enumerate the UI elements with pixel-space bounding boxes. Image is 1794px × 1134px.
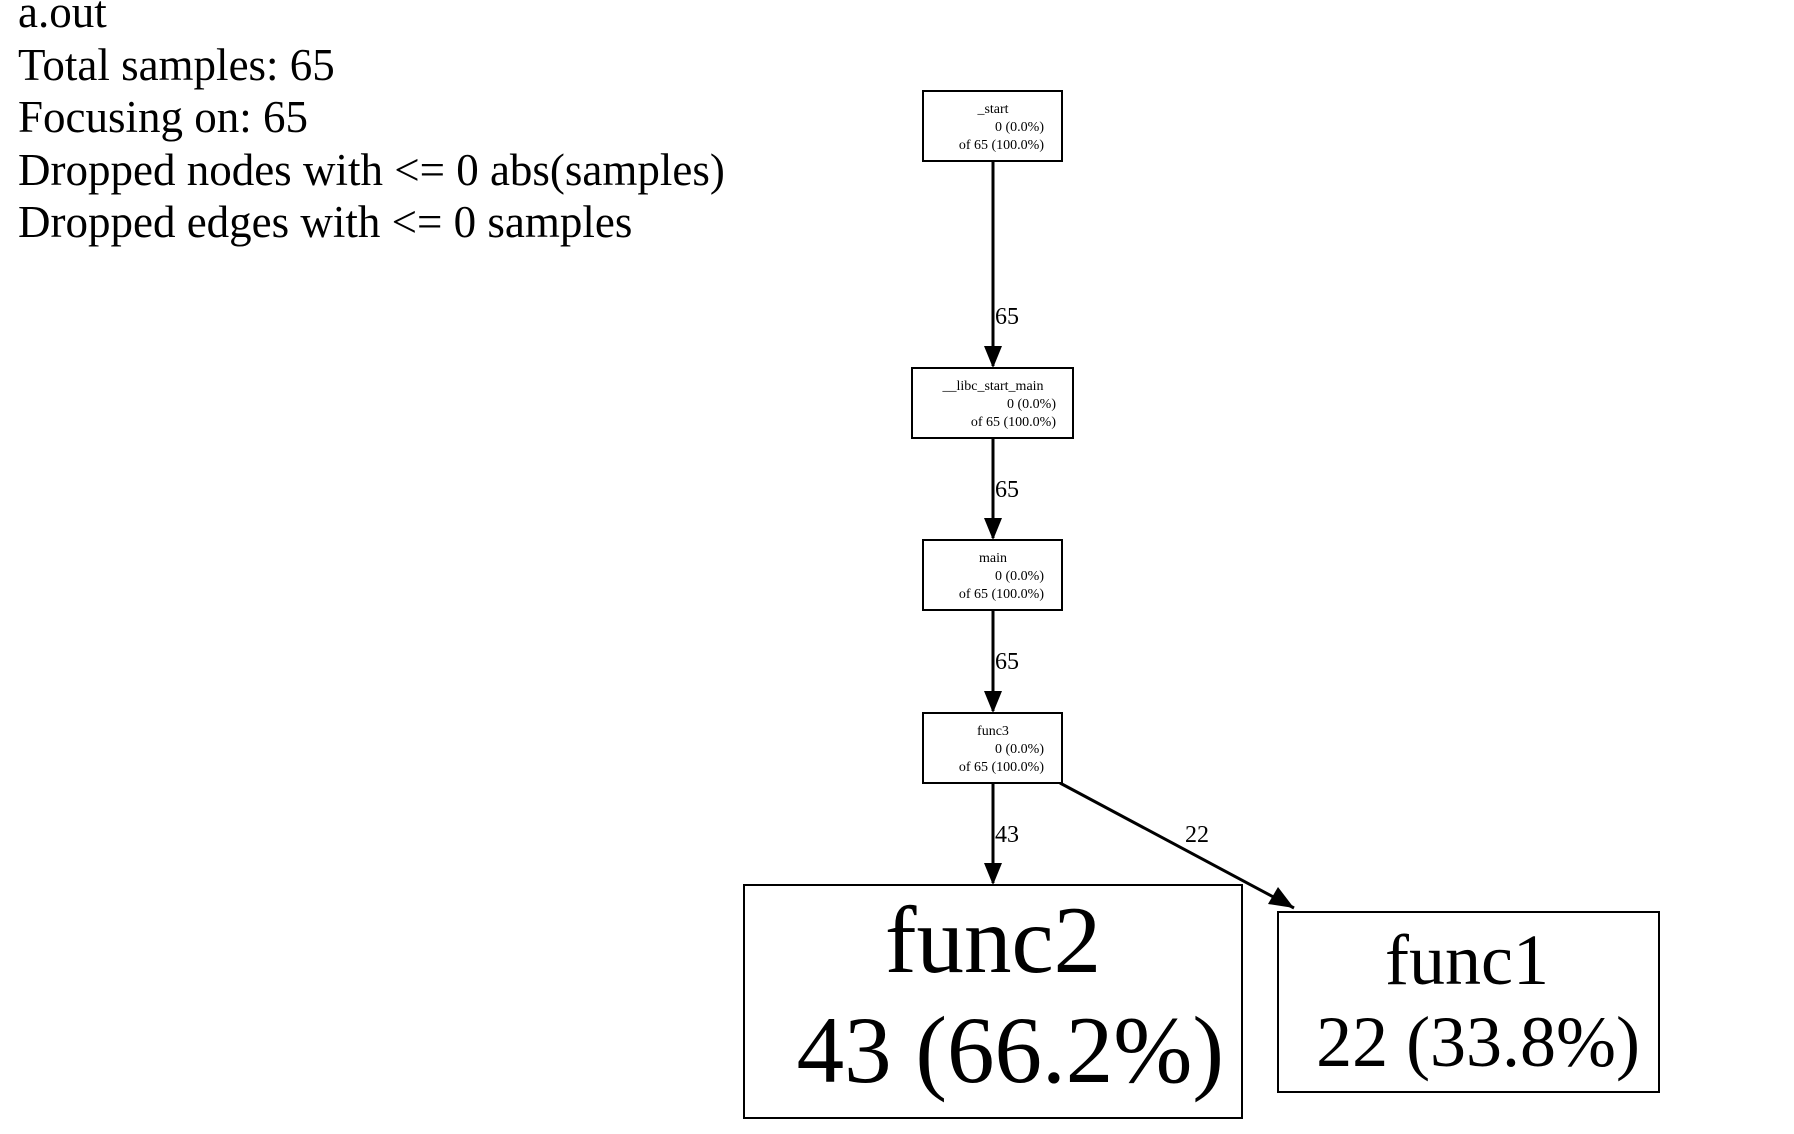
dropped-nodes-note: Dropped nodes with <= 0 abs(samples) [18,144,725,195]
edge-arrowhead [1268,887,1294,908]
node-cum: of 65 (100.0%) [971,415,1056,430]
node-cum: of 65 (100.0%) [959,587,1044,602]
edge-func3-to-func1[interactable]: 22 [1059,781,1295,910]
node-flat: 43 (66.2%) [797,997,1224,1103]
node-func1[interactable]: func1 22 (33.8%) [1277,911,1660,1093]
edge-arrowhead [984,863,1002,885]
node-name: __libc_start_main [941,379,1043,394]
node-flat: 0 (0.0%) [995,120,1044,135]
edge-func3-to-func2[interactable]: 43 [984,783,1019,885]
node-start[interactable]: _start 0 (0.0%) of 65 (100.0%) [922,90,1063,162]
total-samples: Total samples: 65 [18,39,335,90]
node-cum: of 65 (100.0%) [959,138,1044,153]
node-name: func2 [885,887,1101,993]
graph-legend: a.out Total samples: 65 Focusing on: 65 … [18,0,725,249]
node-name: main [979,551,1007,566]
node-flat: 0 (0.0%) [995,569,1044,584]
node-flat: 0 (0.0%) [1007,397,1056,412]
node-libc-start-main[interactable]: __libc_start_main 0 (0.0%) of 65 (100.0%… [911,367,1074,439]
edge-label: 65 [995,304,1019,330]
node-name: func3 [977,724,1009,739]
node-flat: 0 (0.0%) [995,742,1044,757]
edges: 65 65 65 43 22 [984,162,1295,910]
edge-label: 22 [1185,822,1209,848]
nodes: _start 0 (0.0%) of 65 (100.0%) __libc_st… [743,90,1660,1119]
edge-label: 65 [995,477,1019,503]
node-func2[interactable]: func2 43 (66.2%) [743,884,1243,1119]
edge-main-to-func3[interactable]: 65 [984,610,1019,713]
edge-label: 43 [995,822,1019,848]
edge-start-to-libc[interactable]: 65 [984,162,1019,368]
focusing-on: Focusing on: 65 [18,92,309,142]
edge-libc-to-main[interactable]: 65 [984,438,1019,540]
dropped-edges-note: Dropped edges with <= 0 samples [18,197,633,247]
node-cum: of 65 (100.0%) [959,760,1044,775]
program-name: a.out [18,0,107,37]
node-flat: 22 (33.8%) [1316,1002,1640,1082]
edge-arrowhead [984,691,1002,713]
edge-arrowhead [984,518,1002,540]
node-main[interactable]: main 0 (0.0%) of 65 (100.0%) [922,539,1063,611]
node-name: func1 [1385,920,1549,1000]
edge-label: 65 [995,649,1019,675]
edge-arrowhead [984,346,1002,368]
node-name: _start [976,102,1008,117]
node-func3[interactable]: func3 0 (0.0%) of 65 (100.0%) [922,712,1063,784]
